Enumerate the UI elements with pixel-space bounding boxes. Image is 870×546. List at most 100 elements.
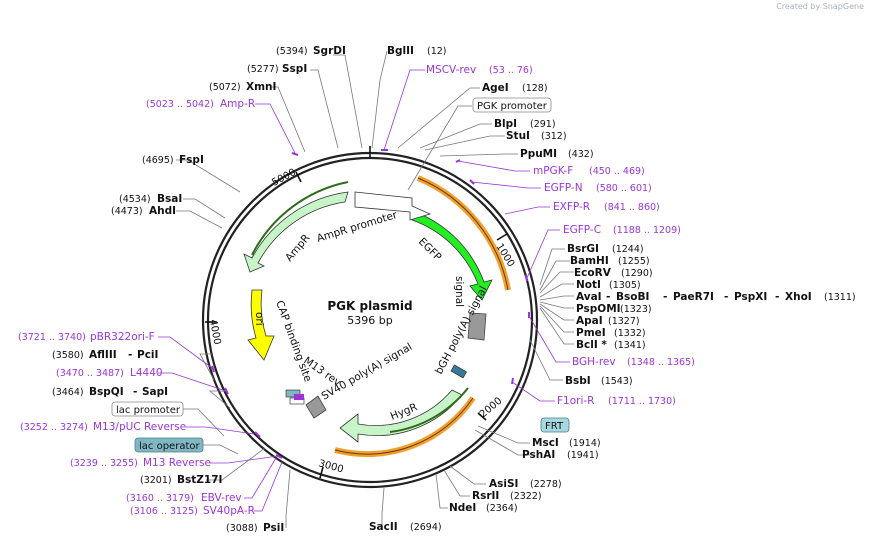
box-pgk-promoter[interactable]: PGK promoter [472, 97, 552, 113]
site-bglii[interactable]: BglII (12) [387, 45, 447, 57]
site-ahdi[interactable]: (4473) AhdI [111, 205, 176, 217]
primer-egfp-n[interactable]: EGFP-N (580 .. 601) [544, 182, 652, 194]
primer-egfp-c[interactable]: EGFP-C (1188 .. 1209) [563, 224, 681, 236]
site-bspqi[interactable]: (3464) BspQI - SapI [52, 386, 168, 398]
svg-text:(1327): (1327) [608, 316, 640, 327]
svg-text:BsbI: BsbI [565, 375, 591, 387]
primer-m13-puc-reverse[interactable]: (3252 .. 3274) M13/pUC Reverse [20, 421, 186, 433]
plasmid-name: PGK plasmid [327, 299, 412, 313]
ampr-promoter-label: AmpR promoter [315, 209, 399, 245]
sv40-polya-feature[interactable] [305, 395, 327, 419]
site-blpi[interactable]: BlpI (291) [494, 118, 556, 130]
svg-text:PciI: PciI [137, 349, 158, 361]
svg-text:(5023 .. 5042): (5023 .. 5042) [146, 99, 214, 110]
svg-text:(1941): (1941) [567, 450, 599, 461]
svg-text:BglII: BglII [387, 45, 414, 57]
svg-text:(1305): (1305) [609, 280, 641, 291]
bgh-polya-feature[interactable] [467, 312, 487, 341]
site-agei[interactable]: AgeI (128) [482, 82, 548, 94]
primer-m13-reverse[interactable]: (3239 .. 3255) M13 Reverse [70, 457, 211, 469]
svg-text:lac operator: lac operator [139, 441, 200, 452]
primer-amp-r[interactable]: (5023 .. 5042) Amp-R [146, 98, 255, 110]
site-bstz17i[interactable]: (3201) BstZ17I [140, 474, 222, 486]
svg-text:(4695): (4695) [142, 155, 174, 166]
site-ecorv[interactable]: EcoRV (1290) [574, 267, 653, 279]
svg-text:(1290): (1290) [621, 268, 653, 279]
primer-pbr322ori-f[interactable]: (3721 .. 3740) pBR322ori-F [18, 331, 155, 343]
svg-text:-: - [775, 291, 779, 303]
primer-leader-lines [158, 69, 570, 512]
svg-text:pBR322ori-F: pBR322ori-F [90, 331, 155, 343]
site-apai[interactable]: ApaI (1327) [576, 315, 640, 327]
svg-text:PspXI: PspXI [734, 291, 767, 303]
hygr-feature[interactable] [339, 389, 463, 443]
tick-2000 [477, 412, 487, 421]
site-pshai[interactable]: PshAI (1941) [522, 449, 599, 461]
primer-f1ori-r[interactable]: F1ori-R (1711 .. 1730) [557, 395, 676, 407]
ampr-feature[interactable] [243, 191, 349, 273]
svg-text:(1348 .. 1365): (1348 .. 1365) [627, 357, 695, 368]
site-sgrdi[interactable]: (5394) SgrDI [276, 45, 346, 57]
primer-mpgk-f[interactable]: mPGK-F (450 .. 469) [533, 165, 645, 177]
svg-text:PpuMI: PpuMI [520, 148, 557, 160]
svg-text:(1323): (1323) [620, 304, 652, 315]
svg-text:BsoBI: BsoBI [616, 291, 649, 303]
site-multi-avai[interactable]: AvaI - BsoBI - PaeR7I - PspXI - XhoI (13… [576, 291, 856, 303]
svg-text:(2278): (2278) [530, 479, 562, 490]
site-pspomi[interactable]: PspOMI (1323) [576, 303, 652, 315]
svg-text:lac promoter: lac promoter [116, 405, 181, 416]
primer-sv40pa-r[interactable]: (3106 .. 3125) SV40pA-R [130, 505, 255, 517]
box-lac-promoter[interactable]: lac promoter [111, 401, 184, 417]
ampr-promoter-feature[interactable] [354, 191, 432, 221]
site-stui[interactable]: StuI (312) [506, 130, 567, 142]
site-sacii[interactable]: SacII (2694) [369, 521, 442, 533]
site-msci[interactable]: MscI (1914) [532, 437, 601, 449]
site-bsai[interactable]: (4534) BsaI [119, 193, 182, 205]
site-bamhi[interactable]: BamHI (1255) [570, 255, 650, 267]
tick-1000 [496, 233, 508, 241]
svg-text:Amp-R: Amp-R [220, 98, 255, 110]
svg-text:PmeI: PmeI [576, 327, 606, 339]
svg-text:(3088): (3088) [226, 523, 258, 534]
svg-text:(2322): (2322) [510, 491, 542, 502]
site-psii[interactable]: (3088) PsiI [226, 522, 284, 534]
egfp-feature[interactable] [411, 211, 493, 301]
site-ndei[interactable]: NdeI (2364) [449, 502, 518, 514]
primer-exfp-r[interactable]: EXFP-R (841 .. 860) [553, 201, 660, 213]
primer-mscv-rev[interactable]: MSCV-rev (53 .. 76) [426, 64, 533, 76]
site-ppumi[interactable]: PpuMI (432) [520, 148, 594, 160]
ori-label: ori [253, 312, 265, 326]
primer-bgh-rev[interactable]: BGH-rev (1348 .. 1365) [572, 356, 695, 368]
site-sspi[interactable]: (5277) SspI [247, 63, 307, 75]
svg-text:SgrDI: SgrDI [313, 45, 346, 57]
svg-text:(1543): (1543) [601, 376, 633, 387]
box-frt[interactable]: FRT [540, 417, 570, 433]
primer-ebv-rev[interactable]: (3160 .. 3179) EBV-rev [126, 492, 242, 504]
site-pmei[interactable]: PmeI (1332) [576, 327, 646, 339]
tick-3000 [319, 466, 324, 479]
site-rsrii[interactable]: RsrII (2322) [472, 490, 542, 502]
site-afliii[interactable]: (3580) AflIII - PciI [52, 349, 158, 361]
svg-text:PshAI: PshAI [522, 449, 555, 461]
svg-text:(3464): (3464) [52, 387, 84, 398]
site-noti[interactable]: NotI (1305) [576, 279, 641, 291]
svg-text:(1341): (1341) [614, 340, 646, 351]
box-lac-operator[interactable]: lac operator [134, 437, 204, 453]
plasmid-length: 5396 bp [347, 314, 392, 327]
svg-text:NotI: NotI [576, 279, 601, 291]
ori-feature[interactable] [247, 289, 275, 361]
svg-text:(1914): (1914) [569, 438, 601, 449]
site-bsrgi[interactable]: BsrGI (1244) [567, 243, 644, 255]
svg-text:XhoI: XhoI [785, 291, 812, 303]
site-bsbi[interactable]: BsbI (1543) [565, 375, 633, 387]
svg-text:EGFP-N: EGFP-N [544, 182, 583, 194]
svg-text:FRT: FRT [545, 421, 564, 432]
primer-l4440[interactable]: (3470 .. 3487) L4440 [56, 367, 163, 379]
site-fspi[interactable]: (4695) FspI [142, 154, 204, 166]
site-bcli[interactable]: BclI * (1341) [576, 339, 646, 351]
site-xmni[interactable]: (5072) XmnI [209, 81, 276, 93]
site-asisi[interactable]: AsiSI (2278) [489, 478, 562, 490]
svg-text:AgeI: AgeI [482, 82, 509, 94]
svg-text:(3580): (3580) [52, 350, 84, 361]
